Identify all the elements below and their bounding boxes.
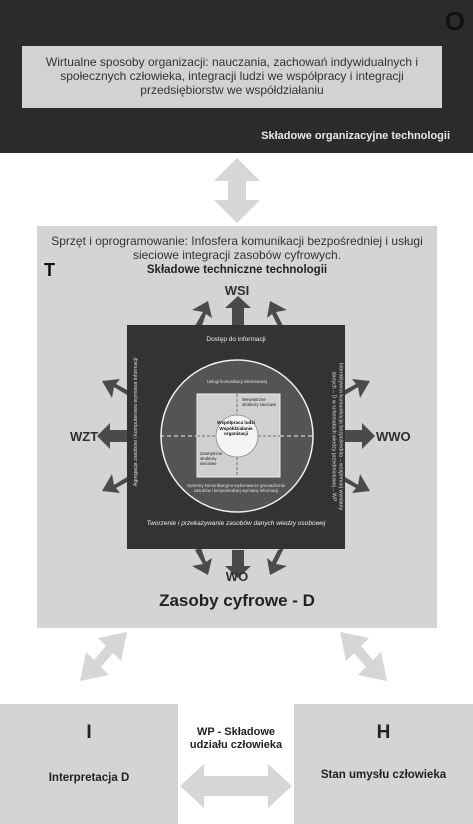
external-structures-label: Zewnętrzne struktury sieciowe — [200, 451, 223, 466]
wwo-arrows — [343, 379, 375, 493]
technical-header: Składowe techniczne technologii — [146, 264, 328, 276]
arrow-t-h — [340, 632, 387, 681]
internal-structures-label: Wewnętrzne struktury sieciowe — [242, 397, 277, 407]
organizational-footer: Składowe organizacyjne technologii — [261, 130, 450, 142]
technical-tag: T — [44, 260, 55, 280]
arrow-i-h — [180, 764, 292, 808]
mind-state-tag: H — [376, 722, 391, 743]
mind-state-label: Stan umysłu człowieka — [320, 769, 447, 781]
arrow-t-i — [80, 632, 127, 681]
cooperation-label: Współpraca ludzi Współdziałanie organiza… — [217, 420, 255, 437]
interpretation-panel — [0, 704, 178, 824]
wzt-label: WZT — [70, 429, 99, 444]
organizational-description: Wirtualne sposoby organizacji: nauczania… — [45, 55, 419, 97]
access-label: Dostęp do informacji — [206, 336, 266, 343]
human-participation-label: WP - Składowe udziału człowieka — [189, 726, 283, 751]
aggregation-label: Agregacja zasobów i komputerowa wymiana … — [132, 357, 139, 487]
interactive-communication-label: Interaktywna komunikacja bezpośrednia – … — [331, 362, 344, 511]
wsi-arrows — [192, 296, 287, 328]
interpretation-tag: I — [86, 722, 92, 743]
interpretation-label: Interpretacja D — [48, 772, 130, 784]
wo-arrows — [192, 548, 287, 578]
wsi-label: WSI — [224, 283, 250, 298]
technical-description: Sprzęt i oprogramowanie: Infosfera komun… — [51, 234, 423, 262]
organizational-description-box: Wirtualne sposoby organizacji: nauczania… — [22, 46, 442, 108]
wzt-arrows — [97, 379, 129, 493]
wwo-label: WWO — [376, 429, 411, 444]
mind-state-panel — [294, 704, 473, 824]
internet-services-label: Usługi komunikacji internetowej — [207, 379, 267, 384]
arrow-o-t — [214, 158, 260, 223]
wo-label: WO — [225, 569, 249, 584]
creation-label: Tworzenie i przekazywanie zasobów danych… — [146, 520, 326, 527]
organizational-tag: O — [444, 6, 465, 36]
digital-resources-label: Zasoby cyfrowe - D — [159, 591, 315, 610]
systems-label: Systemy komunikacyjno-wykonawcze gromadz… — [187, 483, 285, 493]
